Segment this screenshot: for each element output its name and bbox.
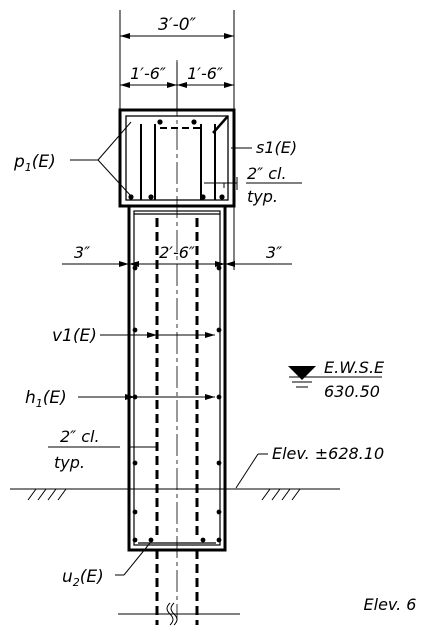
clear-cover-top: 2″ cl. typ. xyxy=(204,164,302,206)
column-width-label: 2′-6″ xyxy=(159,243,195,262)
u2-label: u2(E) xyxy=(62,567,104,589)
callout-h1: h1(E) xyxy=(25,388,215,410)
p1-label: p1(E) xyxy=(13,152,56,174)
callout-elevation: Elev. ±628.10 xyxy=(235,444,384,489)
clear-cover-top-label: 2″ cl. xyxy=(247,164,287,183)
overall-width-label: 3′-0″ xyxy=(158,15,197,35)
dimension-half-widths: 1′-6″ 1′-6″ xyxy=(120,62,234,110)
water-surface-value: 630.50 xyxy=(324,382,380,401)
callout-s1: s1(E) xyxy=(231,138,297,157)
callout-v1: v1(E) xyxy=(52,326,215,346)
dimension-column-width: 3″ 2′-6″ 3″ xyxy=(62,206,292,270)
s1-label: s1(E) xyxy=(256,138,297,157)
clear-cover-side: 2″ cl. typ. xyxy=(48,427,157,472)
pile-extension xyxy=(118,550,240,626)
v1-label: v1(E) xyxy=(52,326,97,346)
offset-right-label: 3″ xyxy=(266,243,282,262)
clear-cover-side-typ: typ. xyxy=(54,453,85,472)
h1-label: h1(E) xyxy=(25,388,67,410)
clear-cover-top-typ: typ. xyxy=(247,187,278,206)
dimension-overall-width: 3′-0″ xyxy=(119,10,235,110)
half-left-label: 1′-6″ xyxy=(130,64,166,83)
water-surface-symbol: E.W.S.E 630.50 xyxy=(288,358,385,401)
callout-u2: u2(E) xyxy=(62,542,151,589)
drawing-tag: Elev. 6 xyxy=(364,595,417,614)
half-right-label: 1′-6″ xyxy=(187,64,223,83)
clear-cover-side-label: 2″ cl. xyxy=(60,427,100,446)
callout-p1: p1(E) xyxy=(13,121,132,197)
ground-line xyxy=(10,488,340,501)
column-shaft xyxy=(127,204,227,552)
elevation-label: Elev. ±628.10 xyxy=(272,444,384,463)
offset-left-label: 3″ xyxy=(74,243,90,262)
water-surface-label: E.W.S.E xyxy=(324,358,385,377)
